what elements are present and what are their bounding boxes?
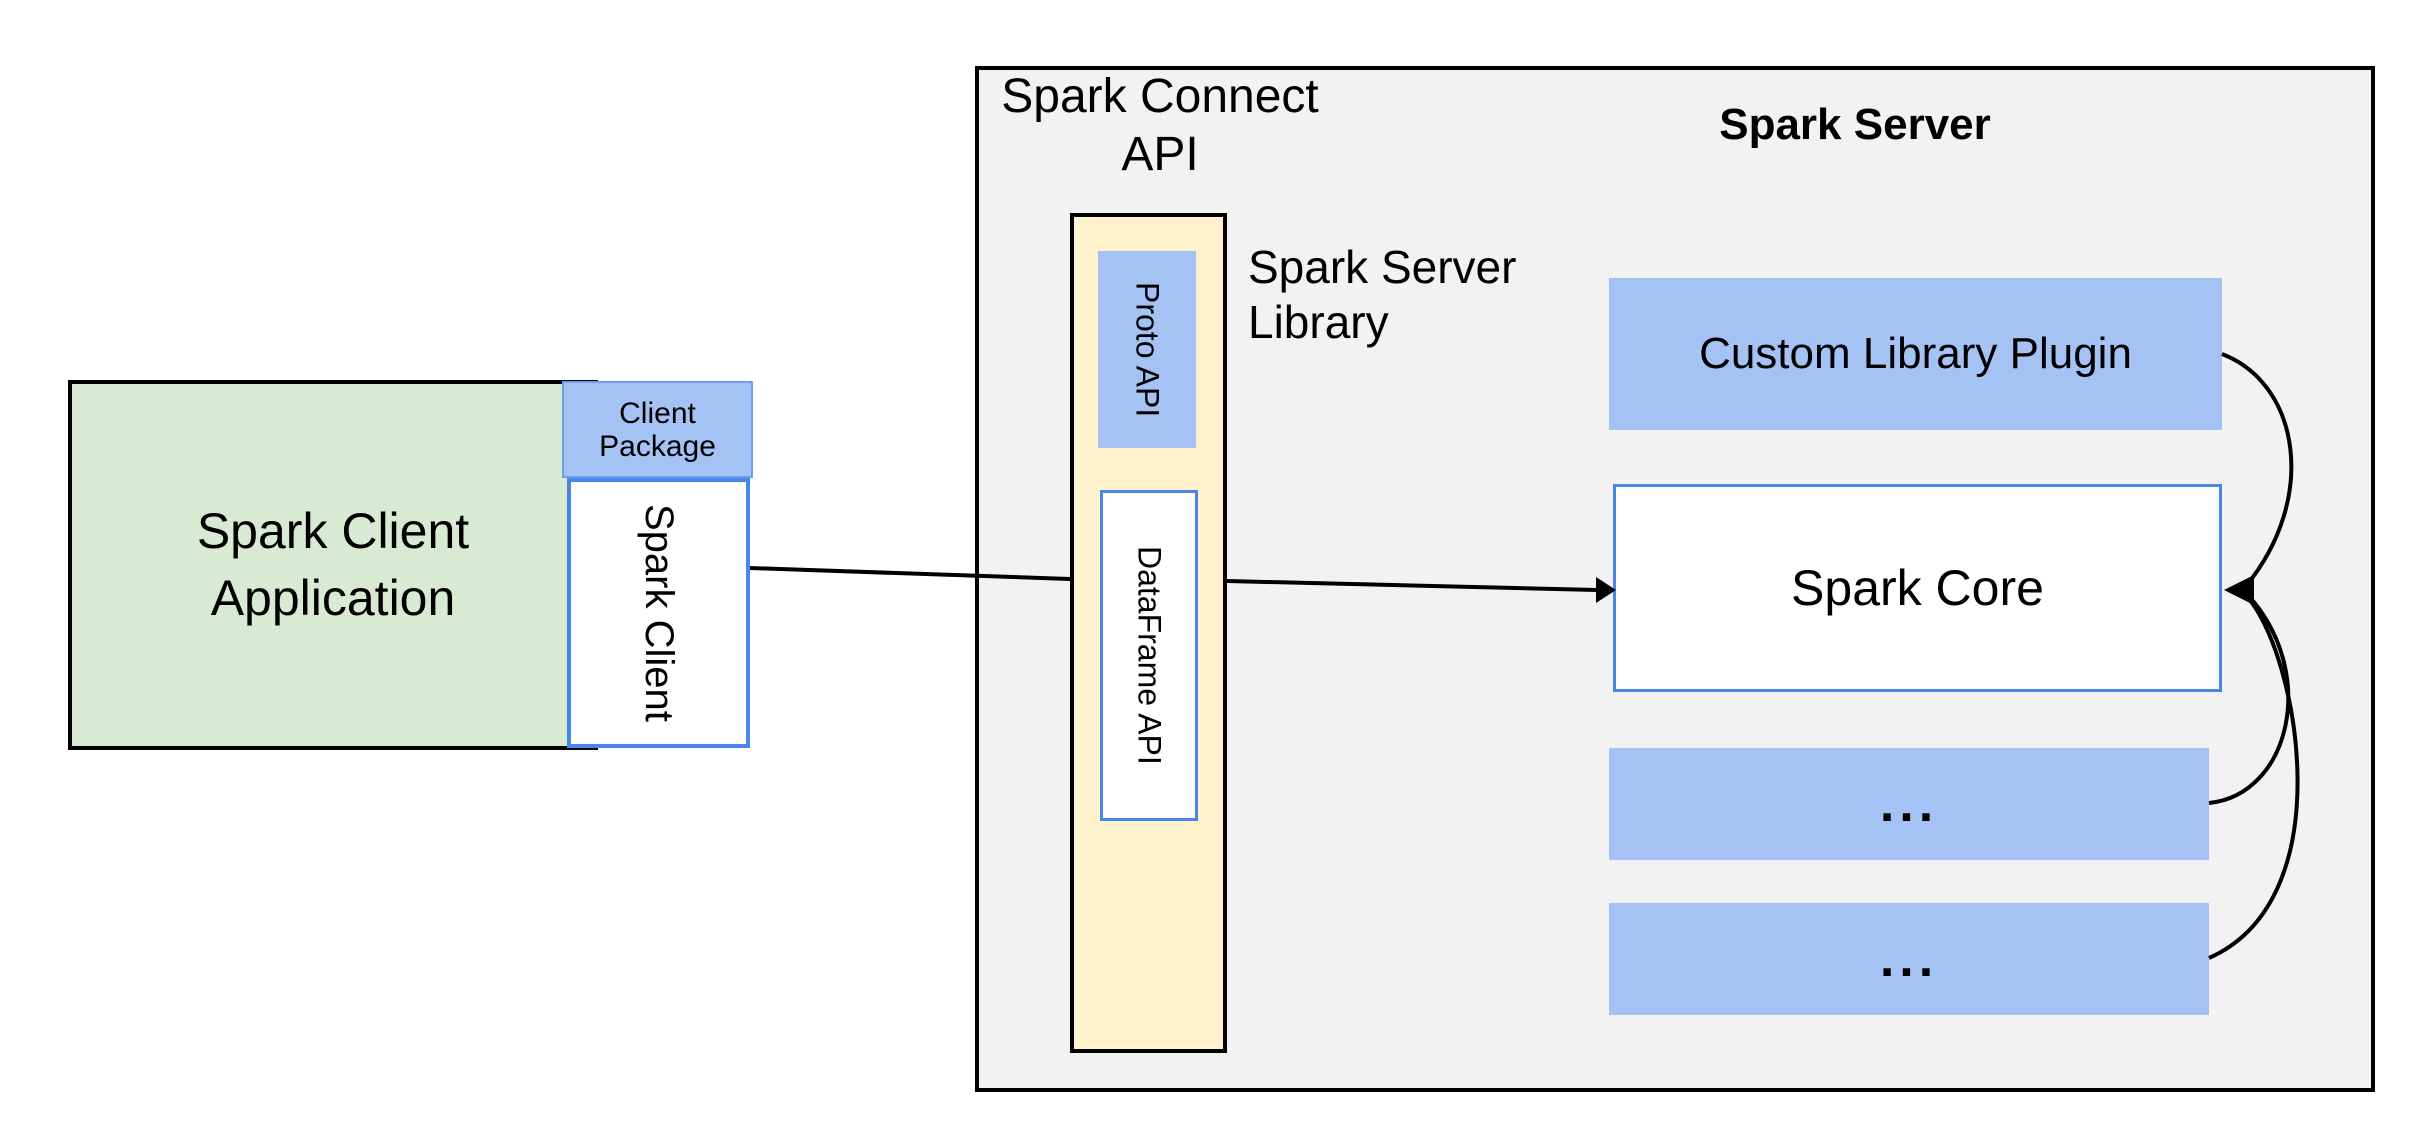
client-package-box: Client Package (562, 381, 753, 478)
spark-connect-api-label-line1: Spark Connect (1001, 70, 1319, 123)
spark-server-library-label-line1: Spark Server (1248, 241, 1517, 293)
dataframe-api-box: DataFrame API (1100, 490, 1198, 821)
client-package-label-line1: Client (619, 396, 696, 430)
placeholder-box-2-label: ... (1879, 930, 1939, 988)
spark-client-application-box: Spark Client Application (68, 380, 598, 750)
spark-server-library-label: Spark Server Library (1248, 240, 1648, 350)
spark-client-label: Spark Client (637, 504, 681, 722)
spark-connect-api-label-line2: API (1121, 127, 1199, 181)
spark-client-application-label: Spark Client Application (196, 502, 470, 627)
proto-api-box: Proto API (1098, 251, 1196, 448)
custom-library-plugin-label: Custom Library Plugin (1699, 329, 2132, 378)
spark-client-box: Spark Client (567, 478, 750, 748)
spark-connect-api-label: Spark Connect API (975, 68, 1345, 183)
placeholder-box-2: ... (1609, 903, 2209, 1015)
placeholder-box-1: ... (1609, 748, 2209, 860)
placeholder-box-1-label: ... (1879, 775, 1939, 833)
spark-core-label: Spark Core (1791, 560, 2044, 616)
client-package-label-line2: Package (599, 429, 716, 463)
dataframe-api-label: DataFrame API (1131, 546, 1168, 765)
spark-server-title: Spark Server (1719, 100, 1991, 149)
spark-core-box: Spark Core (1613, 484, 2222, 692)
proto-api-label: Proto API (1129, 281, 1166, 418)
custom-library-plugin-box: Custom Library Plugin (1609, 278, 2222, 430)
spark-server-library-label-line2: Library (1248, 296, 1389, 349)
